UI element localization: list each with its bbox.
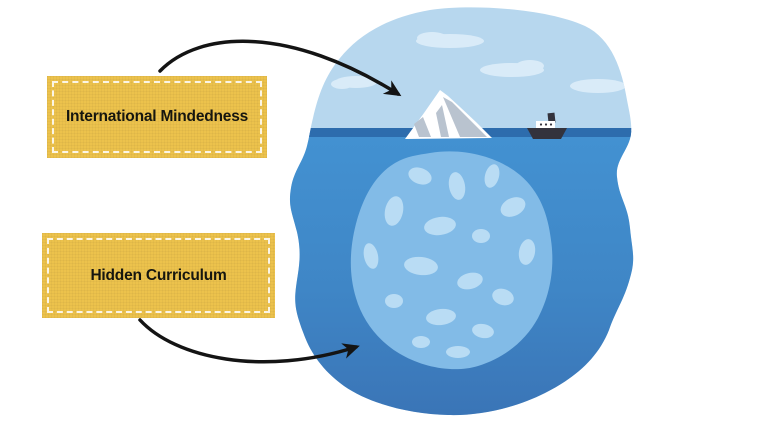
label-international-mindedness: International Mindedness (47, 76, 267, 158)
iceberg-underwater (350, 151, 553, 370)
label-text: Hidden Curriculum (90, 266, 227, 284)
label-text: International Mindedness (65, 108, 249, 125)
label-hidden-curriculum: Hidden Curriculum (42, 233, 275, 318)
iceberg-tip-shading (414, 97, 487, 137)
cloud-icon (480, 60, 544, 77)
cloud-icon (570, 79, 626, 93)
cloud-icon (416, 32, 484, 48)
cloud-icon (331, 76, 377, 89)
clouds (331, 32, 626, 93)
arrow-to-underwater (138, 318, 360, 364)
iceberg-underwater-patches (363, 164, 536, 358)
ship-icon (527, 112, 567, 139)
iceberg-tip (405, 90, 492, 139)
arrow-to-tip (158, 39, 402, 97)
